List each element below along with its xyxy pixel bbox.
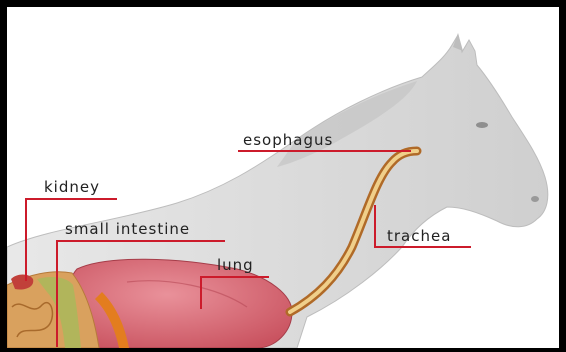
label-trachea: trachea xyxy=(387,227,451,245)
label-lung: lung xyxy=(217,256,254,274)
label-small-intestine: small intestine xyxy=(65,220,190,238)
label-kidney: kidney xyxy=(44,178,100,196)
horse-nostril xyxy=(531,196,539,202)
label-esophagus: esophagus xyxy=(243,131,333,149)
horse-eye xyxy=(476,122,488,128)
diagram-panel: esophagus trachea kidney small intestine… xyxy=(7,7,559,348)
